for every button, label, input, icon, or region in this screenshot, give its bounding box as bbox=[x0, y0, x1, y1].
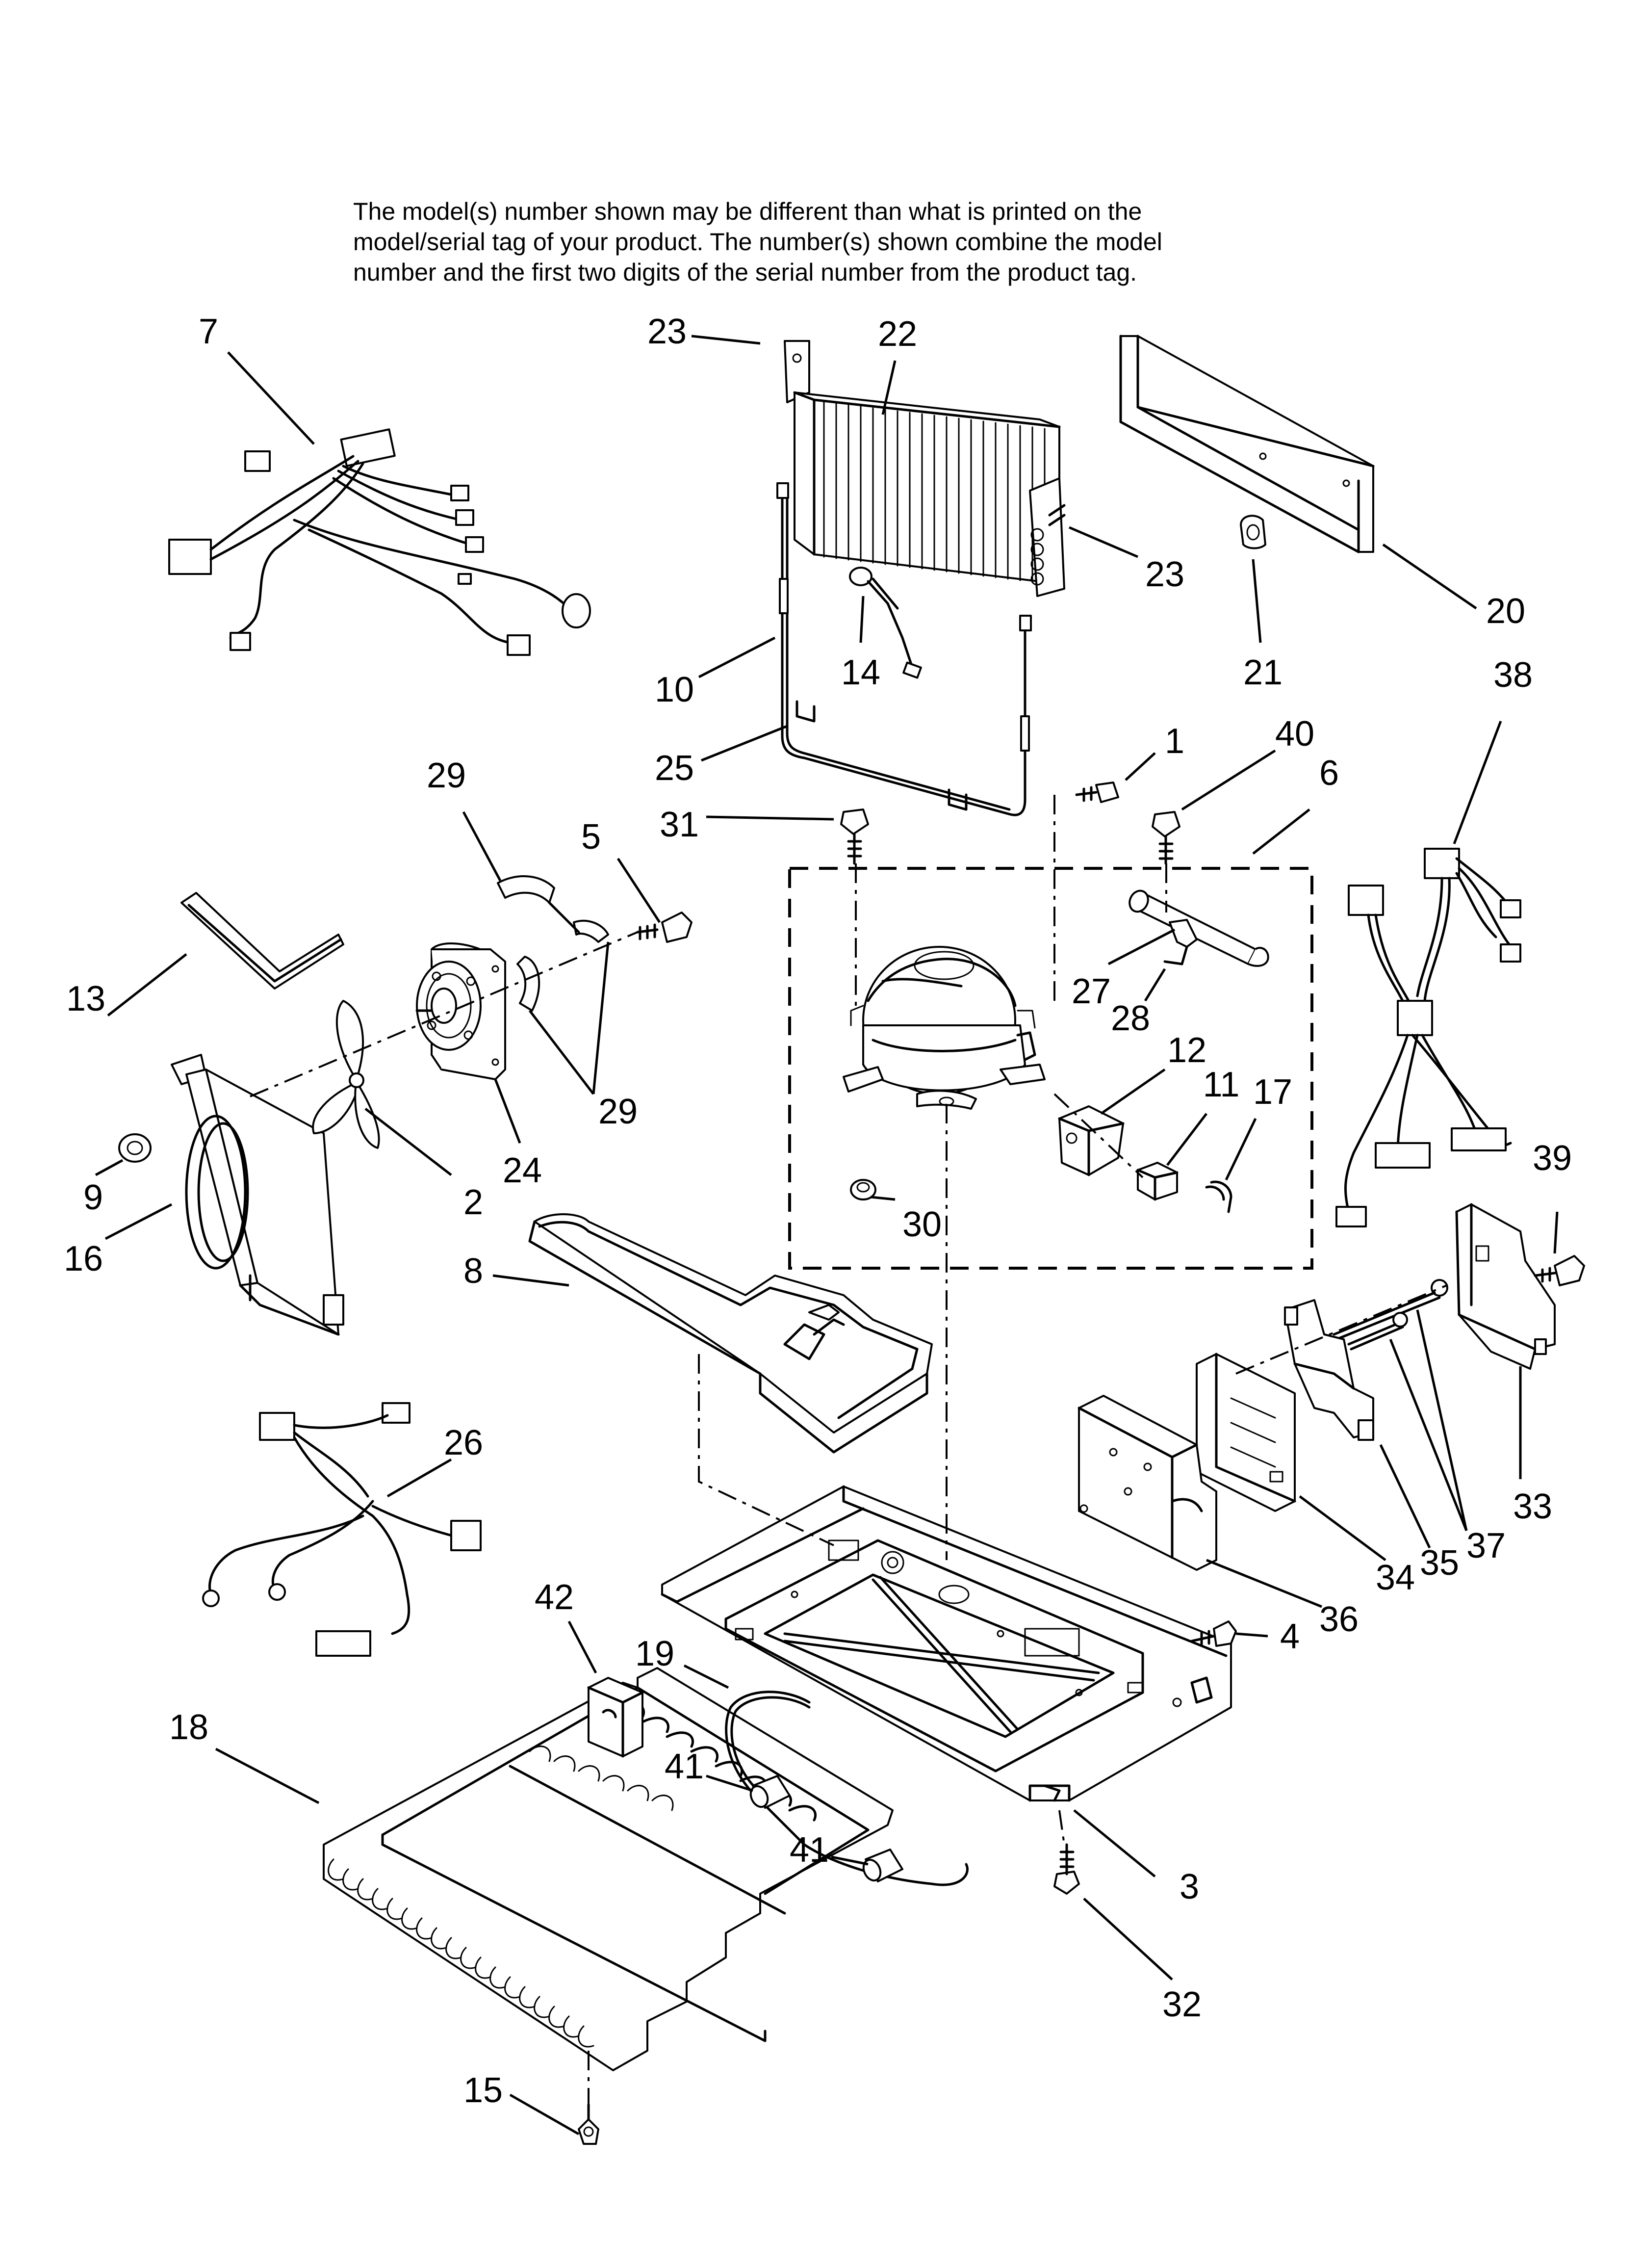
callout-label: 8 bbox=[463, 1251, 483, 1291]
control-housing-drawing bbox=[1078, 1395, 1217, 1571]
sealed-system-kit-box bbox=[788, 867, 1313, 1270]
callout-label: 23 bbox=[647, 312, 687, 351]
callout-label: 38 bbox=[1493, 655, 1533, 695]
wire-harness-right-drawing bbox=[1335, 848, 1521, 1227]
callout-label: 28 bbox=[1111, 999, 1150, 1038]
condenser-drawing bbox=[784, 340, 1066, 597]
callout-label: 35 bbox=[1420, 1543, 1459, 1583]
model-number-note: The model(s) number shown may be differe… bbox=[353, 198, 1162, 286]
mounting-bracket-drawing bbox=[1284, 1299, 1374, 1441]
callout-label: 23 bbox=[1145, 555, 1184, 594]
callout-label: 5 bbox=[581, 817, 601, 857]
callout-label: 41 bbox=[790, 1830, 829, 1870]
relay-overload-drawing bbox=[1058, 1105, 1232, 1213]
screw-5-drawing bbox=[636, 912, 693, 943]
grommet-drawing bbox=[118, 1133, 152, 1163]
assembly-center-lines bbox=[250, 795, 1447, 2105]
compressor-grommet-drawing bbox=[850, 1179, 876, 1200]
callout-label: 18 bbox=[169, 1708, 208, 1747]
drier-drawing bbox=[1129, 889, 1269, 967]
callout-label: 17 bbox=[1253, 1072, 1292, 1112]
callout-label: 26 bbox=[444, 1423, 483, 1462]
callout-label: 34 bbox=[1376, 1558, 1415, 1597]
callout-label: 29 bbox=[427, 756, 466, 795]
callout-label: 33 bbox=[1513, 1487, 1552, 1526]
control-bracket-drawing bbox=[1455, 1203, 1556, 1370]
callout-label: 10 bbox=[655, 670, 694, 709]
callout-label: 12 bbox=[1167, 1031, 1206, 1070]
callout-label: 16 bbox=[64, 1239, 103, 1278]
callout-label: 19 bbox=[635, 1634, 674, 1673]
condenser-thermistor-drawing bbox=[849, 567, 922, 679]
callout-label: 22 bbox=[878, 314, 917, 354]
control-board-drawing bbox=[1196, 1353, 1296, 1512]
note-line-1: The model(s) number shown may be differe… bbox=[353, 198, 1142, 225]
callout-label: 40 bbox=[1275, 714, 1314, 754]
drain-pan-drawing bbox=[528, 1213, 933, 1454]
foam-block-drawing bbox=[587, 1677, 644, 1758]
callout-label: 32 bbox=[1162, 1985, 1202, 2024]
callout-label: 29 bbox=[598, 1092, 638, 1131]
wire-harness-lower-drawing bbox=[202, 1402, 482, 1657]
wire-harness-main-drawing bbox=[168, 428, 591, 656]
callout-label: 31 bbox=[660, 805, 699, 844]
fan-shroud-drawing bbox=[171, 1054, 344, 1336]
callout-label: 21 bbox=[1243, 653, 1283, 692]
callout-label: 30 bbox=[902, 1205, 942, 1244]
note-line-3: number and the first two digits of the s… bbox=[353, 259, 1137, 286]
callout-label: 20 bbox=[1486, 592, 1525, 631]
compressor-drawing bbox=[843, 946, 1046, 1110]
screws-top-drawing bbox=[840, 782, 1180, 865]
callout-label: 1 bbox=[1165, 722, 1184, 761]
callout-label: 41 bbox=[665, 1747, 704, 1786]
drain-tube-drawing bbox=[725, 1691, 969, 1886]
callout-label: 25 bbox=[655, 749, 694, 788]
fan-blade-drawing bbox=[312, 1000, 380, 1149]
coil-clip-drawing bbox=[578, 2103, 599, 2145]
callout-label: 6 bbox=[1319, 754, 1339, 793]
callout-label: 24 bbox=[503, 1151, 542, 1190]
callout-label: 27 bbox=[1072, 972, 1111, 1011]
gasket-strip-drawing bbox=[180, 892, 344, 990]
callout-label: 13 bbox=[66, 979, 105, 1018]
callout-label: 37 bbox=[1466, 1526, 1506, 1565]
note-line-2: model/serial tag of your product. The nu… bbox=[353, 228, 1162, 256]
callout-label: 14 bbox=[841, 653, 880, 692]
callout-label: 2 bbox=[463, 1183, 483, 1222]
callout-label: 36 bbox=[1319, 1600, 1359, 1639]
callout-label: 42 bbox=[535, 1578, 574, 1617]
callout-label: 15 bbox=[463, 2071, 503, 2110]
screws-bottom-drawing bbox=[1053, 1620, 1237, 1895]
lower-condenser-coil-drawing bbox=[323, 1667, 894, 2071]
callout-label: 7 bbox=[199, 312, 218, 351]
callout-label: 3 bbox=[1180, 1867, 1199, 1906]
callout-leader-lines bbox=[95, 335, 1559, 2136]
base-pan-drawing bbox=[661, 1485, 1232, 1802]
condenser-rod-drawing bbox=[776, 482, 1032, 816]
callout-label: 4 bbox=[1280, 1617, 1300, 1656]
callout-numbers: 7 23 22 23 20 21 10 14 25 38 1 40 6 31 2… bbox=[64, 312, 1572, 2110]
callout-label: 9 bbox=[83, 1178, 103, 1217]
fan-clips-drawing bbox=[497, 875, 609, 1012]
cover-box-drawing bbox=[1119, 335, 1375, 553]
screws-right-drawing bbox=[1333, 1255, 1585, 1351]
callout-label: 11 bbox=[1203, 1065, 1240, 1104]
callout-label: 39 bbox=[1533, 1139, 1572, 1178]
